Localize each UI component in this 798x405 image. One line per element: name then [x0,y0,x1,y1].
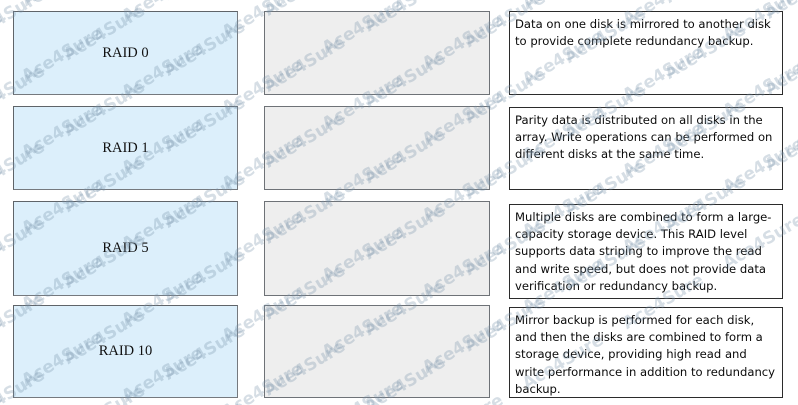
description-text: Mirror backup is performed for each disk… [515,313,776,396]
description-text: Parity data is distributed on all disks … [515,113,773,162]
raid-level-label: RAID 0 [102,44,149,61]
drop-target-2[interactable] [264,201,490,296]
drop-target-0[interactable] [264,11,490,95]
raid-level-tile-2[interactable]: RAID 5 [13,201,238,296]
description-text: Multiple disks are combined to form a la… [515,210,772,293]
description-box-0: Data on one disk is mirrored to another … [509,11,783,95]
description-box-2: Multiple disks are combined to form a la… [509,204,783,299]
description-text: Data on one disk is mirrored to another … [515,17,771,49]
raid-level-label: RAID 1 [102,139,149,156]
description-box-1: Parity data is distributed on all disks … [509,107,783,190]
raid-level-label: RAID 10 [98,343,153,360]
raid-level-tile-3[interactable]: RAID 10 [13,305,238,398]
description-box-3: Mirror backup is performed for each disk… [509,307,783,398]
raid-level-tile-0[interactable]: RAID 0 [13,11,238,95]
raid-level-tile-1[interactable]: RAID 1 [13,106,238,190]
drop-target-3[interactable] [264,305,490,398]
drop-target-1[interactable] [264,106,490,190]
raid-level-label: RAID 5 [102,240,149,257]
